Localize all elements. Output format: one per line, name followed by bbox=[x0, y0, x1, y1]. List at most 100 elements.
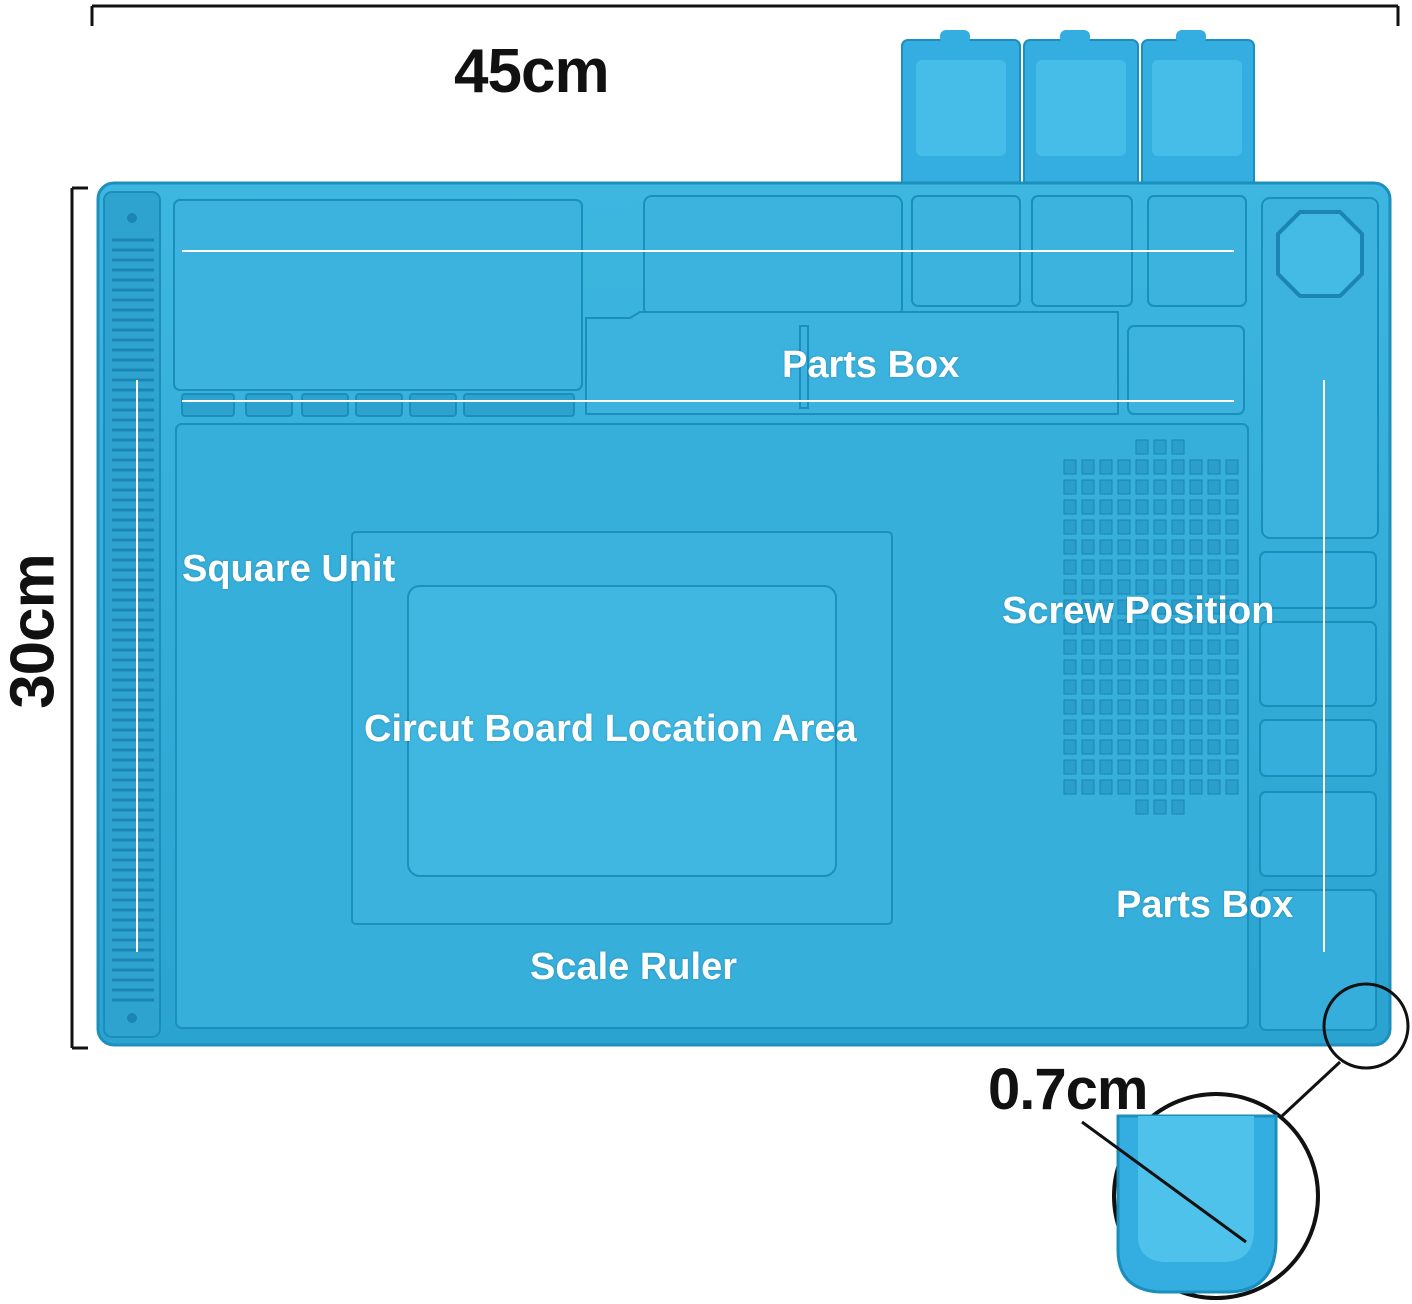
screw-position-label: Screw Position bbox=[1002, 590, 1275, 632]
screw-cell bbox=[1099, 679, 1113, 695]
screw-cell bbox=[1153, 779, 1167, 795]
width-dimension-label: 45cm bbox=[454, 37, 610, 106]
screw-cell bbox=[1225, 659, 1239, 675]
screw-cell bbox=[1207, 579, 1221, 595]
screw-cell bbox=[1207, 639, 1221, 655]
screw-cell bbox=[1189, 619, 1203, 635]
screw-cell bbox=[1081, 779, 1095, 795]
screw-cell bbox=[1225, 559, 1239, 575]
screw-cell bbox=[1117, 759, 1131, 775]
screw-cell bbox=[1081, 579, 1095, 595]
screw-cell bbox=[1135, 579, 1149, 595]
screw-cell bbox=[1081, 679, 1095, 695]
screw-cell bbox=[1225, 639, 1239, 655]
screw-cell bbox=[1189, 459, 1203, 475]
screw-cell bbox=[1171, 779, 1185, 795]
screw-cell bbox=[1135, 759, 1149, 775]
screw-cell bbox=[1171, 479, 1185, 495]
screw-cell bbox=[1225, 759, 1239, 775]
screw-cell bbox=[1171, 579, 1185, 595]
screw-cell bbox=[1153, 639, 1167, 655]
screw-cell bbox=[1171, 719, 1185, 735]
screw-cell bbox=[1207, 759, 1221, 775]
screw-cell bbox=[1063, 599, 1077, 615]
screw-cell bbox=[1081, 539, 1095, 555]
screw-cell bbox=[1117, 619, 1131, 635]
screw-cell bbox=[1135, 619, 1149, 635]
screw-cell bbox=[1135, 539, 1149, 555]
screw-cell bbox=[1117, 639, 1131, 655]
screw-cell bbox=[1117, 499, 1131, 515]
screw-cell bbox=[1153, 539, 1167, 555]
screw-cell bbox=[1153, 759, 1167, 775]
screw-cell bbox=[1063, 719, 1077, 735]
screw-cell bbox=[1171, 739, 1185, 755]
screw-cell bbox=[1153, 499, 1167, 515]
screw-cell bbox=[1081, 499, 1095, 515]
screw-cell bbox=[1189, 579, 1203, 595]
screw-cell bbox=[1099, 599, 1113, 615]
screw-cell bbox=[1171, 499, 1185, 515]
screw-cell bbox=[1207, 739, 1221, 755]
screw-cell bbox=[1171, 699, 1185, 715]
screw-cell bbox=[1171, 659, 1185, 675]
thickness-callout bbox=[1081, 982, 1410, 1300]
screw-cell bbox=[1063, 519, 1077, 535]
screw-cell bbox=[1063, 579, 1077, 595]
screw-cell bbox=[1189, 719, 1203, 735]
screw-cell bbox=[1117, 699, 1131, 715]
screw-cell bbox=[1171, 639, 1185, 655]
screw-cell bbox=[1117, 779, 1131, 795]
screw-cell bbox=[1063, 619, 1077, 635]
screw-cell bbox=[1171, 759, 1185, 775]
screw-cell bbox=[1081, 639, 1095, 655]
screw-cell bbox=[1153, 699, 1167, 715]
screw-cell bbox=[1189, 499, 1203, 515]
screw-cell bbox=[1189, 559, 1203, 575]
screw-cell bbox=[1153, 479, 1167, 495]
screw-cell bbox=[1189, 479, 1203, 495]
screw-cell bbox=[1189, 599, 1203, 615]
screw-cell bbox=[1207, 659, 1221, 675]
screw-cell bbox=[1117, 679, 1131, 695]
screw-cell bbox=[1063, 659, 1077, 675]
screw-cell bbox=[1153, 579, 1167, 595]
screw-cell bbox=[1063, 639, 1077, 655]
screw-cell bbox=[1153, 599, 1167, 615]
screw-cell bbox=[1225, 699, 1239, 715]
screw-cell bbox=[1117, 479, 1131, 495]
screw-cell bbox=[1225, 619, 1239, 635]
thickness-dimension-label: 0.7cm bbox=[988, 1057, 1148, 1122]
screw-cell bbox=[1189, 679, 1203, 695]
screw-cell bbox=[1153, 659, 1167, 675]
screw-cell bbox=[1153, 799, 1167, 815]
screw-cell bbox=[1153, 519, 1167, 535]
screw-cell bbox=[1063, 699, 1077, 715]
screw-cell bbox=[1171, 519, 1185, 535]
screw-cell bbox=[1207, 719, 1221, 735]
screw-cell bbox=[1225, 739, 1239, 755]
screw-cell bbox=[1207, 699, 1221, 715]
screw-cell bbox=[1099, 519, 1113, 535]
screw-cell bbox=[1171, 679, 1185, 695]
screw-cell bbox=[1225, 719, 1239, 735]
screw-cell bbox=[1135, 599, 1149, 615]
screw-cell bbox=[1099, 659, 1113, 675]
scale-ruler-label: Scale Ruler bbox=[530, 946, 737, 988]
screw-cell bbox=[1153, 619, 1167, 635]
screw-cell bbox=[1117, 739, 1131, 755]
screw-cell bbox=[1153, 719, 1167, 735]
screw-cell bbox=[1081, 599, 1095, 615]
screw-cell bbox=[1171, 559, 1185, 575]
screw-cell bbox=[1117, 599, 1131, 615]
screw-cell bbox=[1171, 599, 1185, 615]
screw-cell bbox=[1207, 619, 1221, 635]
screw-cell bbox=[1099, 779, 1113, 795]
annotation-lines bbox=[136, 250, 1325, 952]
screw-cell bbox=[1189, 759, 1203, 775]
screw-cell bbox=[1063, 499, 1077, 515]
screw-cell bbox=[1207, 779, 1221, 795]
right-parts-boxes bbox=[1259, 551, 1377, 1031]
screw-cell bbox=[1063, 559, 1077, 575]
